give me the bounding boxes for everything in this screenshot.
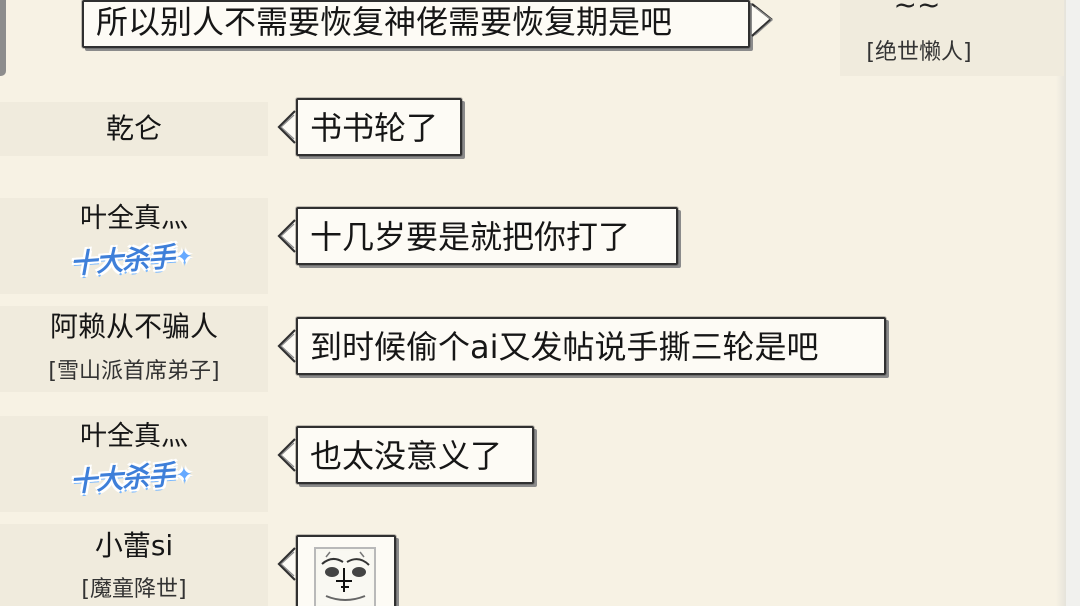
left-pointer-icon bbox=[277, 329, 296, 363]
top-message-bubble: 所以别人不需要恢复神佬需要恢复期是吧 bbox=[81, 0, 773, 49]
xiaolei-user-title: [魔童降世] bbox=[81, 577, 187, 602]
alai-message-bubble: 到时候偷个ai又发帖说手撕三轮是吧 bbox=[277, 316, 887, 376]
alai-message-text: 到时候偷个ai又发帖说手撕三轮是吧 bbox=[310, 328, 819, 366]
meme-face-sticker-art bbox=[318, 551, 372, 605]
left-pointer-icon bbox=[277, 110, 296, 144]
top-right-name-panel bbox=[840, 0, 1064, 76]
left-pointer-icon bbox=[277, 547, 296, 581]
right-pointer-icon bbox=[751, 3, 773, 37]
top-decor: ~~ bbox=[893, 0, 941, 21]
top-user-title: [绝世懒人] bbox=[866, 40, 972, 65]
alai-user-title: [雪山派首席弟子] bbox=[48, 359, 220, 384]
ye2-name-panel bbox=[0, 416, 268, 512]
ye2-message-text: 也太没意义了 bbox=[310, 437, 503, 475]
ye2-username[interactable]: 叶全真灬 bbox=[80, 421, 188, 452]
ye1-message-bubble: 十几岁要是就把你打了 bbox=[277, 206, 679, 266]
xiaolei-username[interactable]: 小蕾si bbox=[94, 529, 174, 562]
left-pointer-icon bbox=[277, 438, 296, 472]
top-message-text: 所以别人不需要恢复神佬需要恢复期是吧 bbox=[96, 3, 673, 41]
right-window-edge bbox=[1066, 0, 1080, 606]
right-shadow bbox=[1056, 0, 1066, 606]
ye1-name-panel bbox=[0, 198, 268, 294]
qianlun-message-bubble: 书书轮了 bbox=[277, 97, 463, 157]
left-pointer-icon bbox=[277, 219, 296, 253]
ye2-message-bubble: 也太没意义了 bbox=[277, 425, 535, 485]
alai-username[interactable]: 阿赖从不骗人 bbox=[49, 310, 218, 343]
qianlun-username[interactable]: 乾仑 bbox=[105, 112, 162, 145]
qianlun-name-panel bbox=[0, 102, 268, 156]
meme-face-sticker-icon[interactable] bbox=[314, 547, 376, 606]
left-window-edge bbox=[0, 0, 6, 76]
ye1-username[interactable]: 叶全真灬 bbox=[80, 203, 188, 234]
xiaolei-name-panel bbox=[0, 524, 268, 606]
qianlun-message-text: 书书轮了 bbox=[310, 109, 439, 147]
alai-name-panel bbox=[0, 306, 268, 392]
ye1-message-text: 十几岁要是就把你打了 bbox=[310, 218, 631, 256]
